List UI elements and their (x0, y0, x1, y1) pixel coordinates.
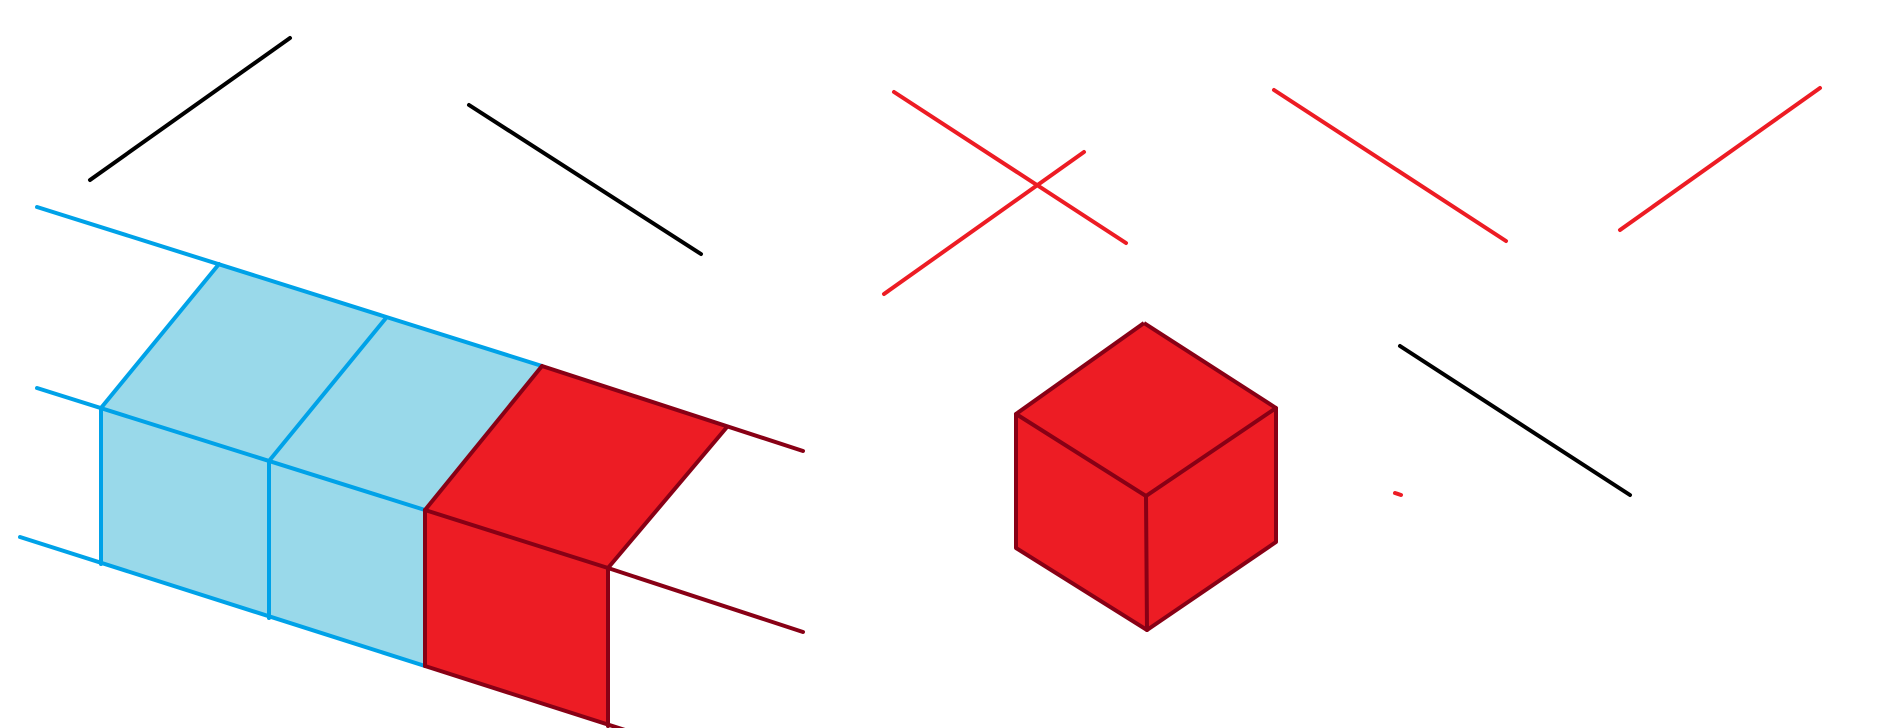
cube-left-face (1016, 414, 1147, 630)
blue-guide-top (35, 205, 544, 368)
darkred-right-diag (606, 425, 729, 570)
red-line-falling (1272, 88, 1508, 243)
darkred-middle-guide (606, 566, 805, 634)
blue-top-diag-2 (267, 316, 388, 463)
red-cube (1014, 321, 1278, 632)
black-line-group (88, 36, 1632, 497)
red-line-group (882, 86, 1822, 497)
red-line-rising (1618, 86, 1822, 232)
black-line-rising (88, 36, 292, 182)
red-cross-line-rising (882, 150, 1086, 296)
darkred-left-diag (423, 364, 544, 512)
red-cross-line-falling (892, 90, 1128, 245)
black-line-right (1398, 344, 1632, 497)
darkred-middle-edge (423, 508, 610, 570)
red-dot (1393, 491, 1403, 497)
cube-edge-left-inner (1014, 412, 1148, 498)
red-top-face (425, 366, 727, 568)
cube-right-face (1146, 408, 1276, 630)
isometric-strip (18, 205, 805, 728)
cube-edge-right-inner (1144, 406, 1278, 498)
blue-guide-bottom (18, 535, 427, 668)
blue-top-face (101, 264, 542, 510)
cube-edge-vertical-inner (1144, 494, 1149, 632)
blue-front-face (101, 408, 425, 666)
red-front-face (425, 510, 608, 726)
black-line-falling (467, 103, 703, 256)
darkred-top-edge (540, 364, 805, 453)
darkred-bottom-edge (423, 664, 626, 728)
blue-top-diag-1 (99, 262, 221, 410)
